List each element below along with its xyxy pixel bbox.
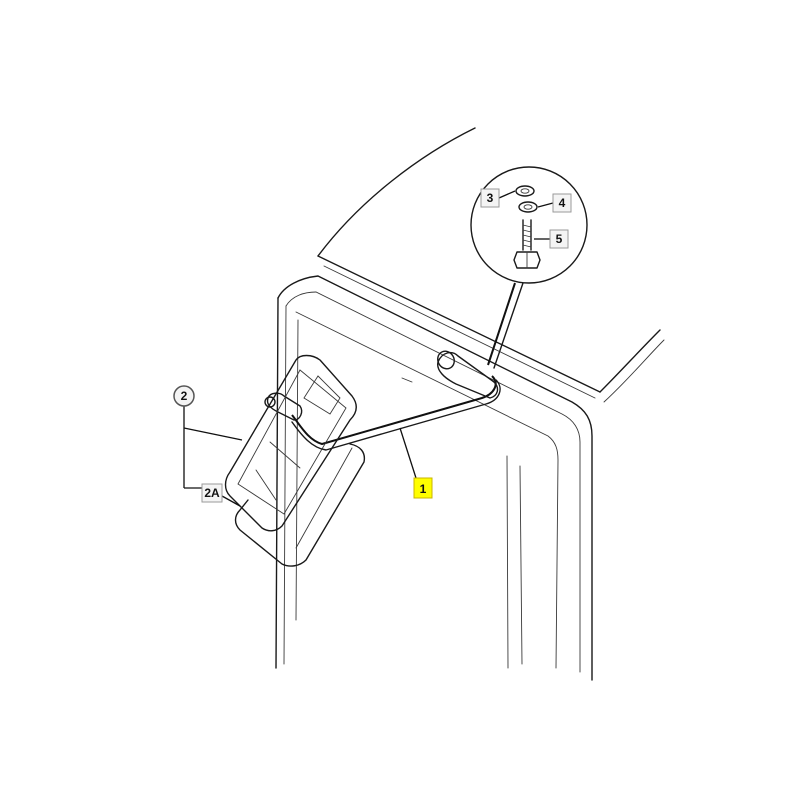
- callout-4: 4: [552, 193, 572, 213]
- callout-2a: 2A: [201, 483, 223, 503]
- mirror-head: [224, 354, 357, 532]
- lock-washer: [518, 201, 538, 213]
- detail-circle: [470, 166, 588, 369]
- mirror-arm: [264, 350, 501, 451]
- callout-3-label: 3: [487, 191, 494, 205]
- mirror-glass: [234, 443, 366, 567]
- callout-2-label: 2: [181, 389, 188, 403]
- callout-2a-label: 2A: [204, 486, 220, 500]
- callout-1: 1: [413, 477, 433, 499]
- hex-bolt: [513, 219, 541, 269]
- callout-3: 3: [480, 188, 500, 208]
- flat-washer: [515, 185, 535, 197]
- cab-roof: [317, 127, 665, 403]
- callout-1-label: 1: [420, 482, 427, 496]
- callout-2: 2: [173, 385, 195, 407]
- callout-5-label: 5: [556, 232, 563, 246]
- cab-body: [275, 275, 593, 681]
- leader-lines: [183, 190, 554, 507]
- callout-4-label: 4: [559, 196, 566, 210]
- callout-5: 5: [549, 229, 569, 249]
